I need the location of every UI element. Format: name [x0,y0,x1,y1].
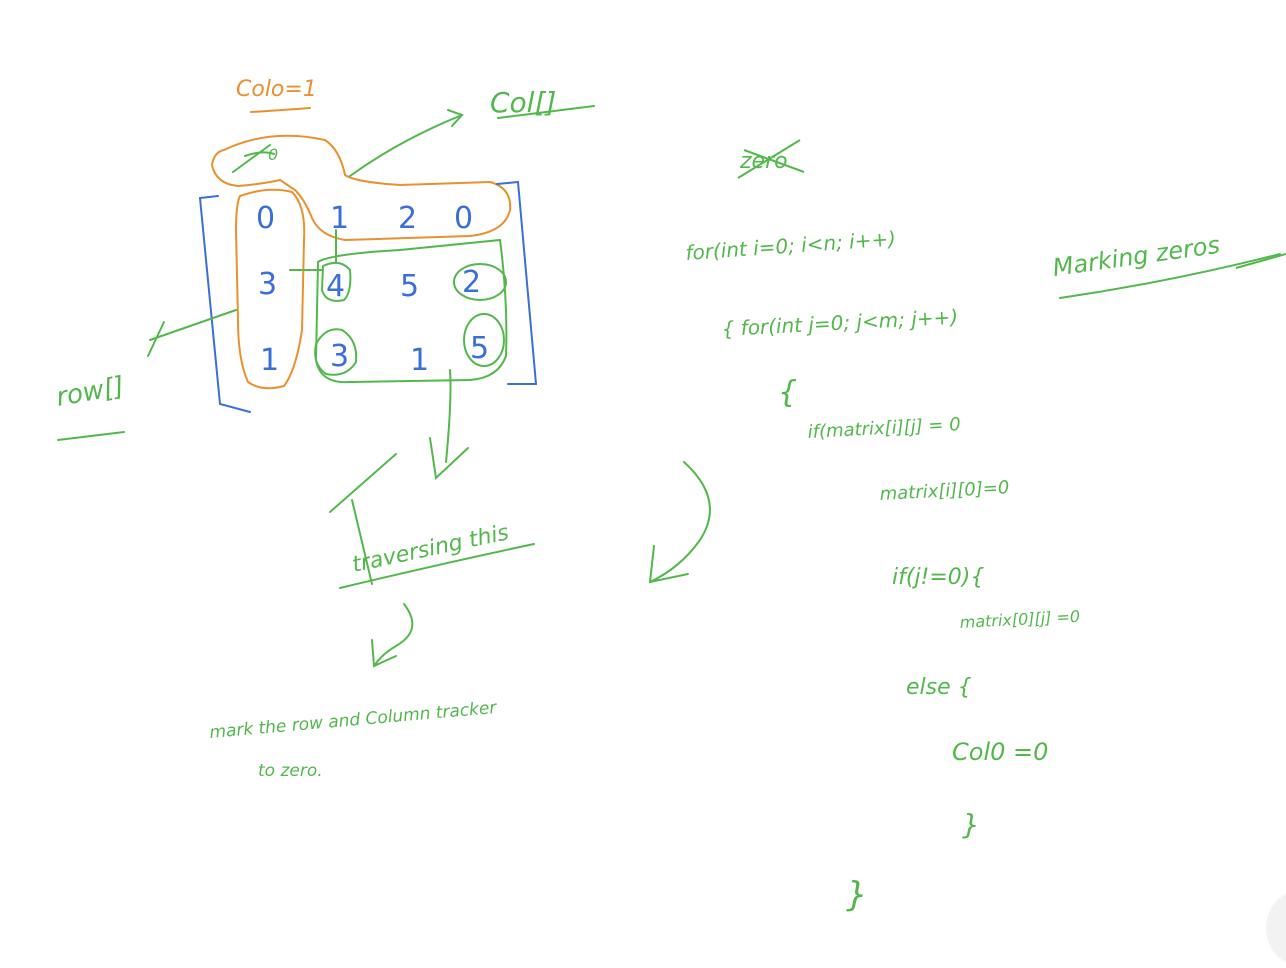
circle-cell-2-1 [314,328,358,376]
col0-underline [250,107,311,113]
cell-2-2: 1 [410,343,429,378]
submatrix-outline [314,238,508,384]
cell-0-3: 0 [454,201,473,236]
first-row-highlight [210,134,512,242]
cell-2-0: 1 [260,343,279,378]
code-open-brace: { [778,375,797,410]
arrow-to-col [349,114,463,177]
cell-2-3: 5 [470,331,489,366]
mark-note-line1: mark the row and Column tracker [209,698,498,743]
col0-flag-group: Colo=1 [210,77,512,390]
code-close-inner: } [962,808,980,841]
first-column-highlight [234,188,306,390]
right-bracket [496,180,538,385]
arrow-down [445,369,452,463]
circle-cell-1-3 [453,263,507,301]
submatrix-annotations [57,105,1281,668]
curl-arrow-code [649,461,711,583]
cell-1-3: 2 [462,265,481,300]
code-block: for(int i=0; i<n; i++) { for(int j=0; j<… [685,226,1081,915]
circle-cell-1-1 [320,261,352,302]
row-array-label: row[] [54,372,126,413]
code-else: else { [906,675,972,700]
code-mark-row: matrix[i][0]=0 [879,477,1010,505]
matrix-brackets [198,180,538,413]
cell-1-2: 5 [400,269,419,304]
code-close-outer: } [846,875,868,915]
left-bracket [198,195,251,413]
cell-1-1: 4 [326,269,345,304]
code-if-cell: if(matrix[i][j] = 0 [807,414,961,443]
cell-2-1: 3 [330,339,349,374]
code-mark-col: matrix[0][j] =0 [959,607,1080,632]
code-for-j: { for(int j=0; j<m; j++) [721,305,959,341]
corner-cell-mark: 0 [232,144,278,173]
code-set-col0: Col0 =0 [952,738,1048,766]
col0-label: Colo=1 [236,77,317,102]
whiteboard-canvas: Colo=1 0 0 1 2 0 3 4 5 2 1 3 1 5 [54,77,1286,915]
col-array-label: Col[] [490,86,556,119]
handwritten-labels: Col[] row[] traversing this mark the row… [54,86,1222,781]
mark-note-line2: to zero. [258,761,323,781]
code-for-i: for(int i=0; i<n; i++) [685,226,897,265]
cell-0-2: 2 [398,201,417,236]
circle-cell-2-3 [463,313,505,367]
cell-1-0: 3 [258,267,277,302]
curl-arrow-note [373,603,414,667]
matrix: 0 1 2 0 3 4 5 2 1 3 1 5 [256,201,489,378]
traversing-label: traversing this [350,520,511,578]
code-if-j: if(j!=0){ [892,565,984,590]
arrow-to-row [149,309,237,341]
cell-0-0: 0 [256,201,275,236]
cell-0-1: 1 [330,201,349,236]
